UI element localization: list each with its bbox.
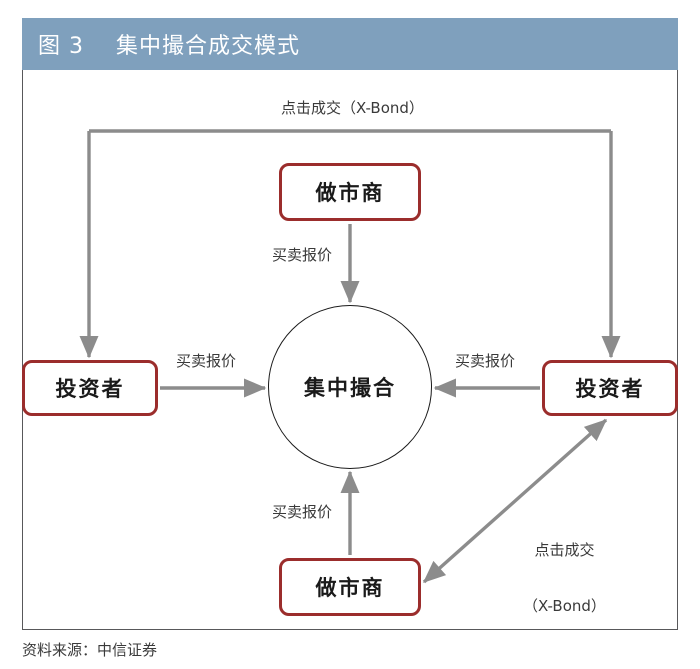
node-label: 做市商 [315,576,385,600]
node-label: 集中撮合 [304,376,396,400]
node-central-matching[interactable]: 集中撮合 [268,305,432,469]
node-label: 投资者 [575,377,645,401]
edge-label-left-quote: 买卖报价 [176,352,237,370]
figure-title-bar: 图 3 集中撮合成交模式 [22,18,678,70]
node-investor-right[interactable]: 投资者 [542,360,678,416]
node-label: 投资者 [55,377,125,401]
node-label: 做市商 [315,181,385,205]
edge-label-line-2: （X-Bond） [523,596,606,615]
edge-label-right-quote: 买卖报价 [455,352,516,370]
edge-label-top-quote: 买卖报价 [272,246,333,264]
page-title: 图 3 集中撮合成交模式 [38,34,300,59]
edge-label-top-click-trade: 点击成交（X-Bond） [281,99,424,117]
node-market-maker-bottom[interactable]: 做市商 [279,558,421,616]
edge-label-bottom-quote: 买卖报价 [272,503,333,521]
source-note: 资料来源：中信证券 [22,641,158,659]
node-investor-left[interactable]: 投资者 [22,360,158,416]
edge-label-line-1: 点击成交 [534,540,595,559]
edge-label-diagonal-click-trade: 点击成交 （X-Bond） [523,503,606,653]
node-market-maker-top[interactable]: 做市商 [279,163,421,221]
